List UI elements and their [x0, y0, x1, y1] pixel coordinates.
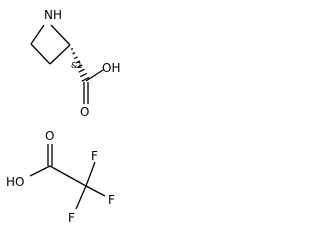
chemical-structure-canvas: NH &1 OH O O HO F F F: [0, 0, 142, 248]
atom-label-o: O: [80, 105, 89, 119]
ring-bond-c3-c4: [30, 43, 51, 65]
ring-bond-c2-c3: [49, 44, 71, 65]
atom-label-ho: HO: [6, 175, 24, 189]
atom-label-oh: OH: [102, 61, 120, 75]
bond-c-ho: [29, 165, 51, 177]
structure-drawing: NH &1 OH O O HO F F F: [6, 8, 120, 225]
bond-c-cf3: [49, 165, 87, 187]
stereo-label: &1: [71, 61, 82, 70]
ring-bond-n-c2: [50, 24, 71, 46]
bond-c-f-bottom: [75, 185, 87, 210]
bond-c-oh: [85, 69, 104, 82]
atom-label-o-tfa: O: [45, 129, 54, 143]
atom-label-f-top: F: [91, 149, 98, 163]
bond-c-f-top: [85, 161, 96, 187]
ring-bond-c4-n: [30, 24, 45, 45]
trifluoroacetic-acid: O HO F F F: [6, 129, 115, 225]
atom-label-nh: NH: [44, 8, 62, 22]
hashed-stereo-bond: [70, 47, 90, 82]
atom-label-f-bottom: F: [68, 211, 75, 225]
azetidine-carboxylic-acid: NH &1 OH O: [30, 8, 120, 119]
bond-c-f-right: [85, 185, 106, 197]
atom-label-f-right: F: [108, 193, 115, 207]
